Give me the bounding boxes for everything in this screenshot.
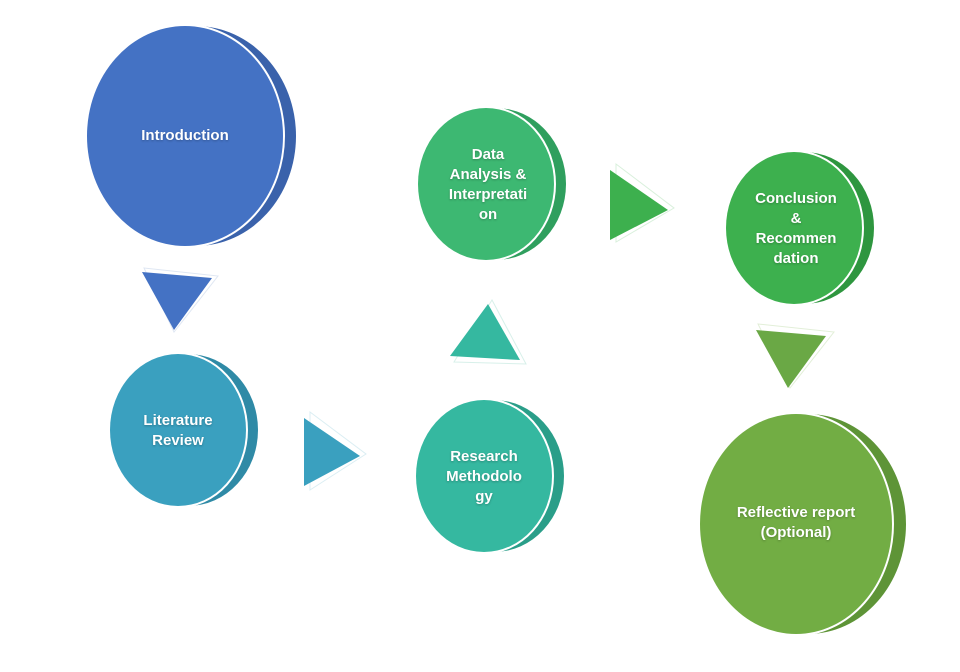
conclusion-label: Conclusion & Recommen dation: [755, 190, 837, 267]
literature-review-label: Literature Review: [143, 412, 213, 449]
introduction-node: Introduction: [72, 22, 298, 252]
introduction-label: Introduction: [141, 127, 229, 144]
arrow-intro-to-literature: [142, 267, 219, 333]
research-methodology-label: Research Methodolo gy: [446, 448, 522, 505]
reflective-report-node: Reflective report (Optional): [686, 408, 910, 640]
data-analysis-node: Data Analysis & Interpretati on: [412, 106, 568, 262]
arrow-conclusion-to-reflective: [756, 323, 835, 389]
research-methodology-node: Research Methodolo gy: [410, 398, 566, 554]
arrow-research-to-data: [450, 298, 527, 365]
arrow-data-to-conclusion: [610, 162, 675, 243]
reflective-report-label: Reflective report (Optional): [736, 504, 856, 541]
arrow-literature-to-research: [304, 411, 367, 491]
data-analysis-label: Data Analysis & Interpretati on: [448, 146, 528, 223]
conclusion-node: Conclusion & Recommen dation: [720, 150, 876, 306]
literature-review-node: Literature Review: [104, 352, 260, 508]
disk-face: [87, 26, 283, 246]
